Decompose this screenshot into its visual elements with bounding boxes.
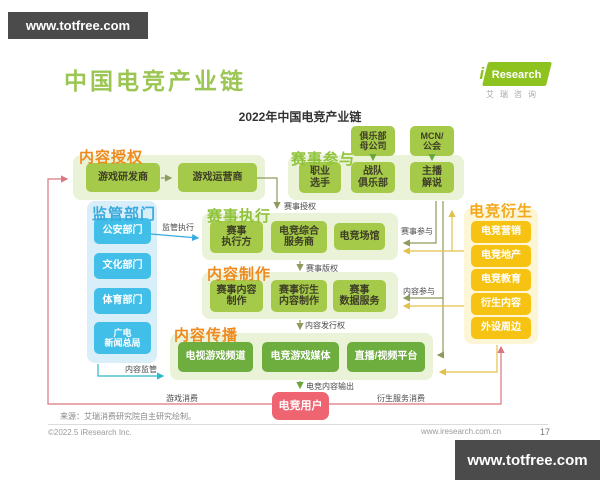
edge-label-event-participate: 赛事参与	[401, 227, 433, 236]
node-tv-game-channel: 电视游戏频道	[178, 342, 253, 372]
section-title-distribution: 内容传播	[174, 327, 239, 344]
section-title-content-license: 内容授权	[79, 149, 144, 166]
node-esports-realestate: 电竞地产	[471, 245, 531, 267]
edge-label-content-output: 电竞内容输出	[306, 382, 354, 391]
node-live-video-platform: 直播/视频平台	[347, 342, 425, 372]
page-number: 17	[540, 427, 551, 437]
node-esports-service-provider: 电竞综合 服务商	[271, 221, 327, 253]
node-derivative-content: 衍生内容	[471, 293, 531, 315]
source-note: 来源：艾瑞消费研究院自主研究绘制。	[60, 412, 196, 421]
node-esports-education: 电竞教育	[471, 269, 531, 291]
node-culture-dept: 文化部门	[94, 253, 151, 279]
page-title: 中国电竞产业链	[64, 68, 246, 94]
edge-label-event-license: 赛事授权	[284, 202, 316, 211]
node-game-operator: 游戏运营商	[178, 163, 257, 192]
website-url: www.iresearch.com.cn	[421, 427, 502, 436]
section-title-event-participation: 赛事参与	[291, 151, 356, 168]
edge-label-content-regulation: 内容监管	[125, 365, 157, 374]
edge-label-game-consumption: 游戏消费	[166, 394, 198, 403]
section-title-event-execution: 赛事执行	[207, 208, 272, 225]
iresearch-logo: i Research 艾瑞咨询	[474, 62, 554, 100]
watermark-top: www.totfree.com	[8, 12, 148, 39]
diagram-subtitle: 2022年中国电竞产业链	[238, 110, 362, 124]
edge-label-derivative-consumption: 衍生服务消费	[377, 394, 425, 403]
node-game-developer: 游戏研发商	[86, 163, 160, 192]
node-radio-tv-admin: 广电 新闻总局	[94, 322, 151, 354]
node-esports-media: 电竞游戏媒体	[262, 342, 339, 372]
node-esports-user: 电竞用户	[272, 392, 329, 420]
edge-label-regulation-exec: 监管执行	[162, 223, 194, 232]
edge-label-content-participate: 内容参与	[403, 287, 435, 296]
edge-label-event-copyright: 赛事版权	[306, 264, 338, 273]
node-peripherals: 外设周边	[471, 317, 531, 339]
node-mcn-guild: MCN/ 公会	[410, 126, 454, 156]
node-event-content-production: 赛事内容 制作	[210, 280, 263, 312]
node-derivative-content-production: 赛事衍生 内容制作	[271, 280, 327, 312]
edge-label-distribution-right: 内容发行权	[305, 321, 345, 330]
section-title-content-production: 内容制作	[207, 266, 272, 283]
node-pro-player: 职业 选手	[299, 162, 341, 193]
node-esports-venue: 电竞场馆	[334, 223, 385, 250]
node-esports-marketing: 电竞营销	[471, 221, 531, 243]
section-title-derivatives: 电竞衍生	[469, 203, 534, 220]
node-club-parent-company: 俱乐部 母公司	[351, 126, 395, 156]
section-title-regulators: 监管部门	[92, 206, 157, 223]
watermark-bottom: www.totfree.com	[455, 440, 600, 480]
logo-chinese-name: 艾瑞咨询	[486, 90, 542, 99]
copyright-text: ©2022.5 iResearch Inc.	[48, 428, 132, 437]
node-sports-dept: 体育部门	[94, 288, 151, 314]
node-team-club: 战队 俱乐部	[351, 162, 395, 193]
logo-i-glyph: i	[479, 64, 485, 83]
node-event-data-service: 赛事 数据服务	[333, 280, 386, 312]
logo-banner: Research	[482, 62, 552, 86]
footer-divider	[48, 424, 548, 425]
node-host-commentator: 主播 解说	[410, 162, 454, 193]
